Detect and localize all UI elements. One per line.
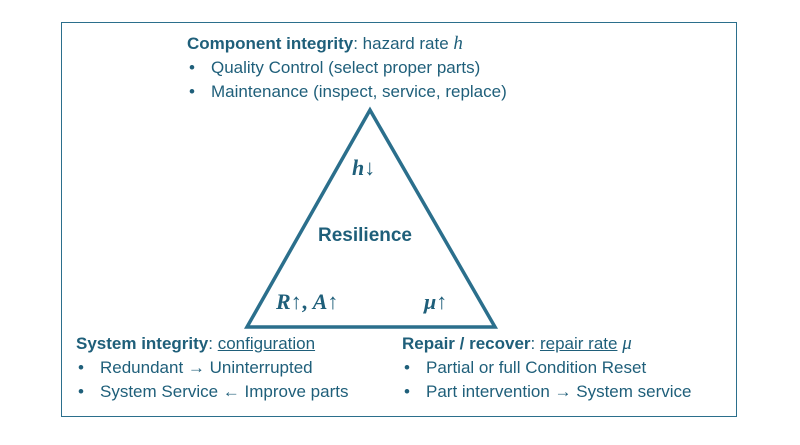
up-arrow-icon: ↑	[436, 289, 448, 314]
repair-recover-block: Repair / recover: repair rate μ • Partial…	[402, 332, 691, 404]
system-integrity-list: • Redundant → Uninterrupted • System Servi…	[76, 356, 348, 404]
list-item-text: Partial or full Condition Reset	[426, 358, 647, 377]
component-integrity-heading: Component integrity: hazard rate h	[187, 32, 507, 56]
bullet-icon: •	[189, 82, 195, 101]
list-item: • Part intervention → System service	[402, 380, 691, 404]
list-item: • Quality Control (select proper parts)	[187, 56, 507, 80]
repair-recover-heading: Repair / recover: repair rate μ	[402, 332, 691, 356]
component-integrity-title: Component integrity	[187, 34, 354, 53]
list-item-text: Redundant → Uninterrupted	[100, 358, 313, 377]
list-item-text: Part intervention → System service	[426, 382, 692, 401]
list-item-text: System Service ← Improve parts	[100, 382, 349, 401]
reliability-var: R	[276, 289, 291, 314]
component-integrity-subtitle: : hazard rate	[353, 34, 454, 53]
bullet-icon: •	[78, 382, 84, 401]
repair-recover-list: • Partial or full Condition Reset • Part i…	[402, 356, 691, 404]
down-arrow-icon: ↓	[364, 155, 376, 180]
list-item: • Partial or full Condition Reset	[402, 356, 691, 380]
reliability-availability-increase-label: R↑, A↑	[276, 289, 338, 315]
system-integrity-title: System integrity	[76, 334, 209, 353]
component-integrity-list: • Quality Control (select proper parts) •…	[187, 56, 507, 104]
list-item: • Redundant → Uninterrupted	[76, 356, 348, 380]
hazard-rate-symbol: h	[453, 33, 463, 54]
up-arrow-icon: ↑	[290, 289, 302, 314]
hazard-var: h	[352, 155, 365, 180]
resilience-label: Resilience	[318, 225, 412, 246]
up-arrow-icon: ↑	[327, 289, 339, 314]
hazard-rate-decrease-label: h↓	[352, 155, 375, 181]
repair-recover-colon: :	[530, 334, 540, 353]
bullet-icon: •	[78, 358, 84, 377]
bullet-icon: •	[404, 382, 410, 401]
repair-rate-symbol: μ	[622, 333, 632, 354]
availability-var: A	[312, 289, 328, 314]
list-item: • System Service ← Improve parts	[76, 380, 348, 404]
repair-rate-increase-label: μ↑	[424, 289, 447, 315]
repair-recover-title: Repair / recover	[402, 334, 531, 353]
system-integrity-colon: :	[208, 334, 218, 353]
system-integrity-block: System integrity: configuration • Redunda…	[76, 332, 348, 404]
bullet-icon: •	[189, 58, 195, 77]
triangle-outline	[243, 106, 499, 329]
list-item-text: Quality Control (select proper parts)	[211, 58, 481, 77]
system-integrity-heading: System integrity: configuration	[76, 332, 348, 356]
separator: ,	[301, 289, 313, 314]
repair-rate-term: repair rate	[539, 334, 618, 353]
diagram-frame	[61, 22, 737, 417]
list-item: • Maintenance (inspect, service, replace)	[187, 80, 507, 104]
list-item-text: Maintenance (inspect, service, replace)	[211, 82, 507, 101]
component-integrity-block: Component integrity: hazard rate h • Qual…	[187, 32, 507, 104]
configuration-term: configuration	[217, 334, 316, 353]
bullet-icon: •	[404, 358, 410, 377]
repair-rate-var: μ	[424, 289, 437, 314]
